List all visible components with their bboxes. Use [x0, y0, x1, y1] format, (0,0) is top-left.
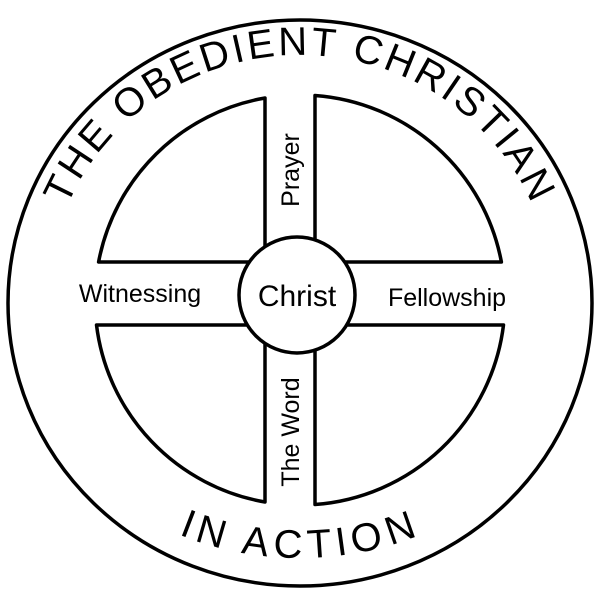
arm-label-right: Fellowship: [388, 284, 506, 312]
center-hub: [237, 235, 357, 355]
center-label: Christ: [258, 280, 337, 313]
arm-label-top: Prayer: [277, 133, 305, 207]
arm-label-bottom: The Word: [277, 377, 305, 486]
quadrant-bottom-right: [313, 323, 506, 507]
quadrant-bottom-left: [94, 323, 267, 504]
quadrant-top-right: [313, 93, 504, 264]
quadrant-top-left: [96, 96, 267, 264]
arm-label-left: Witnessing: [79, 280, 201, 308]
